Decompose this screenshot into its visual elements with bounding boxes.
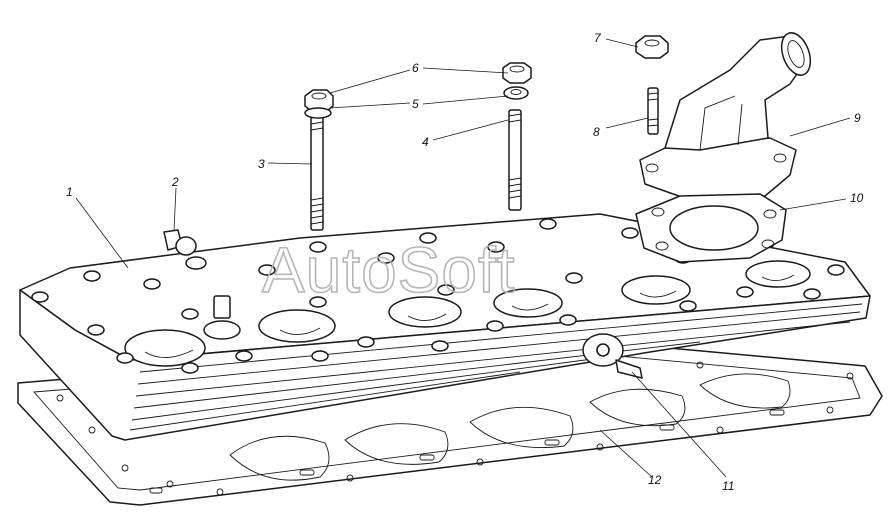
callout-4: 4 [422,135,429,149]
nut-6-right [502,62,532,84]
callout-9: 9 [854,111,861,125]
washer-5-left [304,107,332,119]
outlet-gasket-10 [635,193,787,263]
nut-6-left [304,89,334,112]
stud-8 [647,87,659,135]
callout-1: 1 [66,185,73,199]
plug-2 [163,229,207,270]
callout-5: 5 [412,97,419,111]
callout-7: 7 [594,31,602,45]
callout-8: 8 [593,125,600,139]
watermark: AutoSoft [262,234,516,306]
water-outlet-9 [639,32,812,201]
washer-5-right [503,86,529,100]
leader-lines [75,38,851,478]
callout-2: 2 [171,175,179,189]
callout-12: 12 [648,473,662,487]
callout-6: 6 [412,61,419,75]
callout-3: 3 [258,157,265,171]
callout-labels: 1 2 3 4 5 6 7 8 9 10 11 12 [66,31,864,493]
callout-10: 10 [850,191,864,205]
callout-11: 11 [722,479,734,493]
nut-7 [635,35,669,59]
stud-3 [310,109,324,231]
stud-4 [508,109,522,211]
